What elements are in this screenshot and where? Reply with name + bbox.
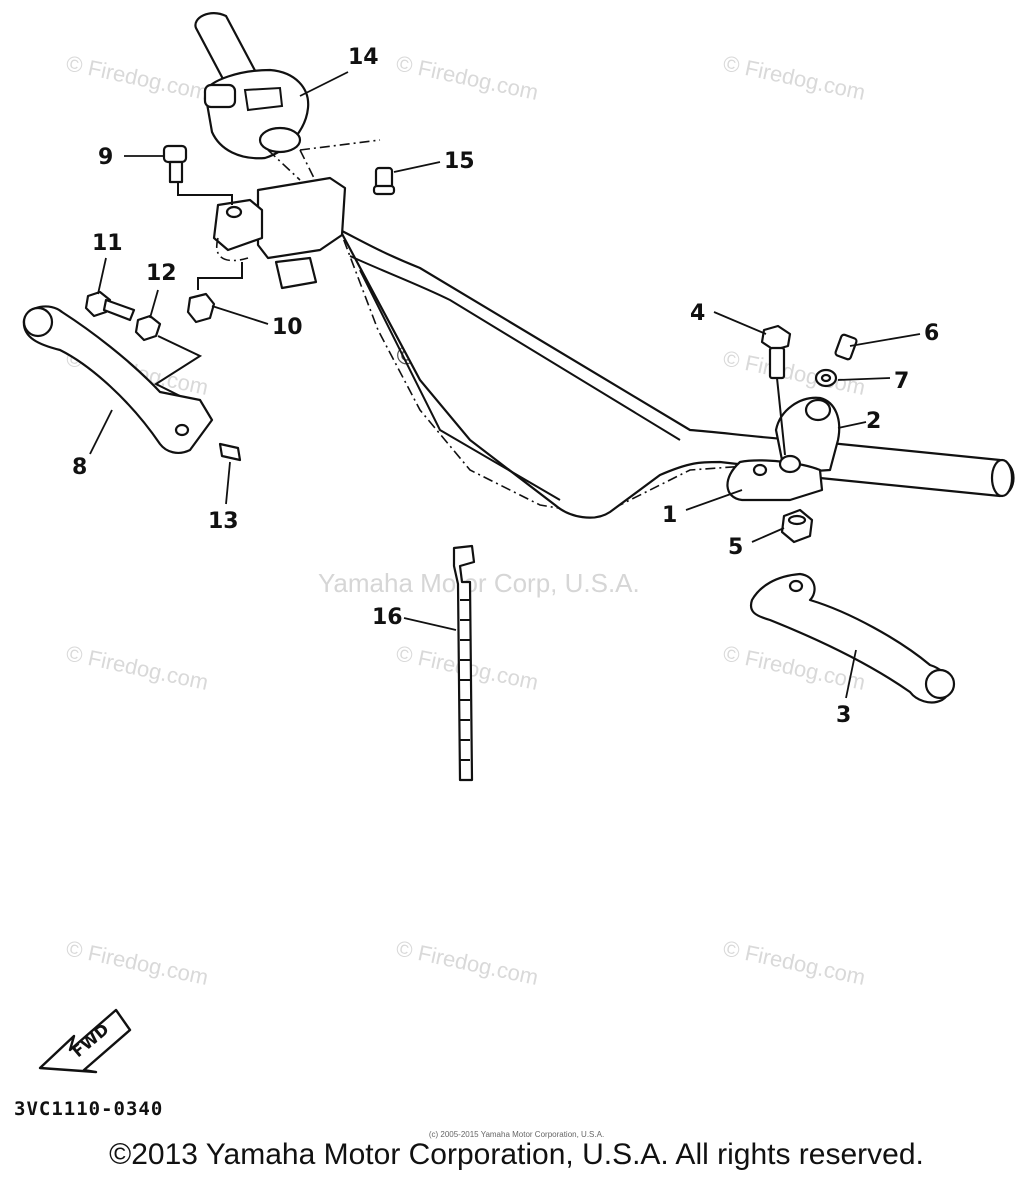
watermark: © Firedog.com xyxy=(64,50,211,105)
watermark: © Firedog.com xyxy=(394,935,541,990)
callout-6: 6 xyxy=(924,321,939,346)
callout-1: 1 xyxy=(662,503,677,528)
washer-7 xyxy=(814,368,838,388)
watermark: © Firedog.com xyxy=(394,50,541,105)
bolt-4 xyxy=(760,324,792,456)
callout-13: 13 xyxy=(208,509,239,534)
small-copyright: (c) 2005-2015 Yamaha Motor Corporation, … xyxy=(428,1130,605,1139)
leader-lines xyxy=(89,71,921,699)
watermark: © Firedog.com xyxy=(721,50,868,105)
screw-15 xyxy=(372,166,396,196)
callout-9: 9 xyxy=(98,145,113,170)
callout-4: 4 xyxy=(690,301,705,326)
throttle-housing xyxy=(203,68,310,181)
lever-8 xyxy=(22,305,214,454)
left-perch xyxy=(212,139,381,290)
callouts: 1 2 3 4 5 6 7 8 9 10 11 12 13 14 15 16 xyxy=(72,45,939,728)
handlebar xyxy=(194,11,1015,519)
callout-5: 5 xyxy=(728,535,743,560)
callout-2: 2 xyxy=(866,409,881,434)
nut-10 xyxy=(186,262,243,324)
watermarks: © Firedog.com © Firedog.com © Firedog.co… xyxy=(64,50,868,990)
callout-7: 7 xyxy=(894,369,909,394)
screw-6 xyxy=(834,333,858,361)
watermark-yamaha: Yamaha Motor Corp, U.S.A. xyxy=(318,568,640,598)
callout-11: 11 xyxy=(92,231,123,256)
screw-13 xyxy=(218,442,242,462)
watermark: © Firedog.com xyxy=(64,935,211,990)
nut-5 xyxy=(780,508,814,544)
callout-12: 12 xyxy=(146,261,177,286)
watermark: © Firedog.com xyxy=(64,640,211,695)
bolt-9 xyxy=(162,144,233,205)
lever-3 xyxy=(749,572,956,704)
callout-15: 15 xyxy=(444,149,475,174)
diagram-code: 3VC1110-0340 xyxy=(14,1098,164,1120)
bolt-11 xyxy=(84,290,136,322)
callout-14: 14 xyxy=(348,45,379,70)
cable-tie-16 xyxy=(452,544,476,782)
watermark: © Firedog.com xyxy=(721,935,868,990)
fwd-arrow-icon: FWD xyxy=(38,1008,132,1074)
callout-3: 3 xyxy=(836,703,851,728)
callout-8: 8 xyxy=(72,455,87,480)
right-perch xyxy=(726,396,841,502)
callout-16: 16 xyxy=(372,605,403,630)
copyright-notice: ©2013 Yamaha Motor Corporation, U.S.A. A… xyxy=(109,1138,924,1171)
callout-10: 10 xyxy=(272,315,303,340)
